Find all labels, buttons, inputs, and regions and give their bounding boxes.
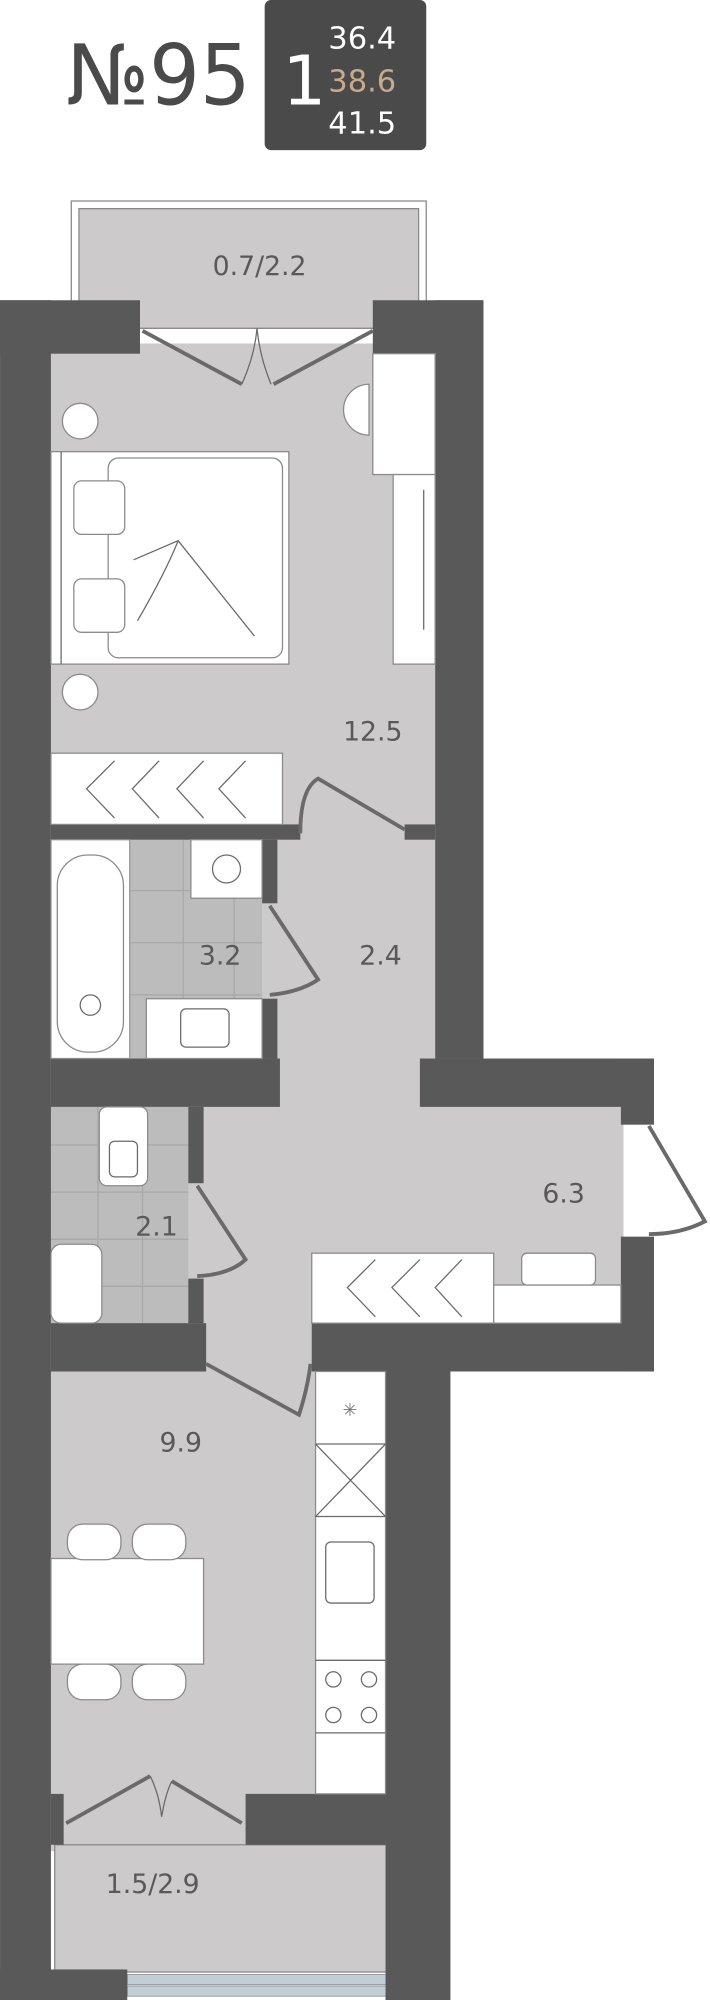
tv-unit [392, 473, 436, 665]
bath-sink [145, 998, 263, 1060]
room-count: 1 [282, 41, 326, 121]
room-area-corridor: 2.4 [359, 940, 401, 971]
bathroom-fixtures [50, 839, 263, 1324]
room-area-bathroom: 3.2 [199, 940, 241, 971]
room-area-wc: 2.1 [135, 1211, 177, 1242]
desk [372, 353, 436, 476]
walls [0, 300, 654, 2000]
hall-furniture [311, 1252, 622, 1324]
shoe-bench [493, 1284, 622, 1324]
svg-text:✳: ✳ [342, 1400, 357, 1421]
doors [65, 328, 708, 1825]
area-living: 36.4 [328, 21, 396, 56]
apartment-number: №95 [66, 26, 250, 124]
area-with-balcony: 41.5 [328, 107, 396, 142]
room-area-bedroom: 12.5 [343, 716, 402, 747]
room-area-kitchen: 9.9 [159, 1428, 201, 1459]
room-area-balcony-top: 0.7/2.2 [213, 251, 307, 282]
room-area-hall: 6.3 [542, 1178, 584, 1209]
wardrobe [50, 752, 284, 826]
area-badge [264, 0, 427, 151]
hall-wardrobe [311, 1252, 495, 1324]
kitchen-furniture: ✳ [50, 1370, 387, 1795]
area-total: 38.6 [328, 65, 396, 100]
dining-table [50, 1557, 205, 1665]
washing-machine [190, 839, 263, 899]
toilet [98, 1106, 149, 1187]
bedroom-furniture [50, 353, 436, 826]
room-area-balcony-bottom: 1.5/2.9 [106, 1869, 200, 1900]
wc-sink [50, 1243, 103, 1324]
